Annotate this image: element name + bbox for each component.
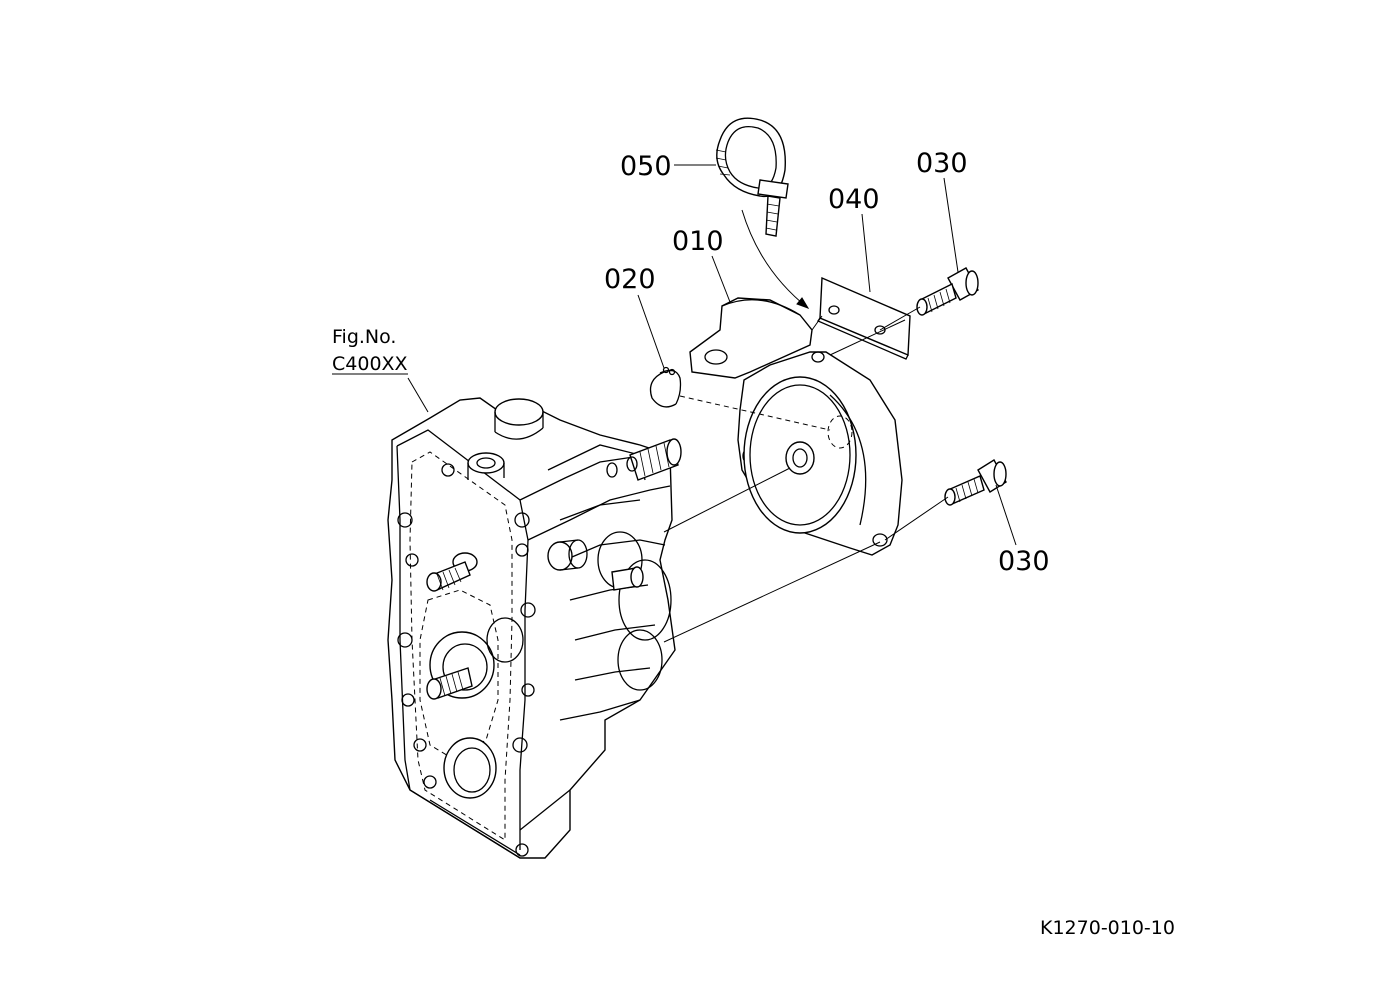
callout-030-top: 030 (916, 148, 968, 179)
callout-020: 020 (604, 264, 656, 295)
cover-plate (689, 297, 903, 556)
callout-040: 040 (828, 184, 880, 215)
plate (817, 276, 911, 360)
assembly-lines (407, 164, 1017, 643)
circlip (649, 366, 682, 408)
lower-left-shaft (426, 667, 473, 700)
fig-no-value: C400XX (332, 353, 408, 375)
bolt-bottom (944, 459, 1007, 506)
transmission-housing (387, 397, 682, 859)
callout-010: 010 (672, 226, 724, 257)
cable-tie (715, 117, 789, 237)
callout-labels: 050 010 020 040 030 030 Fig.No. C400XX K… (332, 148, 1175, 939)
bolt-top (916, 267, 979, 316)
top-right-shaft (629, 438, 682, 481)
callout-050: 050 (620, 151, 672, 182)
fig-no-label: Fig.No. (332, 326, 396, 348)
upper-left-shaft (426, 552, 478, 592)
callout-030-bottom: 030 (998, 546, 1050, 577)
drawing-code: K1270-010-10 (1040, 917, 1175, 939)
